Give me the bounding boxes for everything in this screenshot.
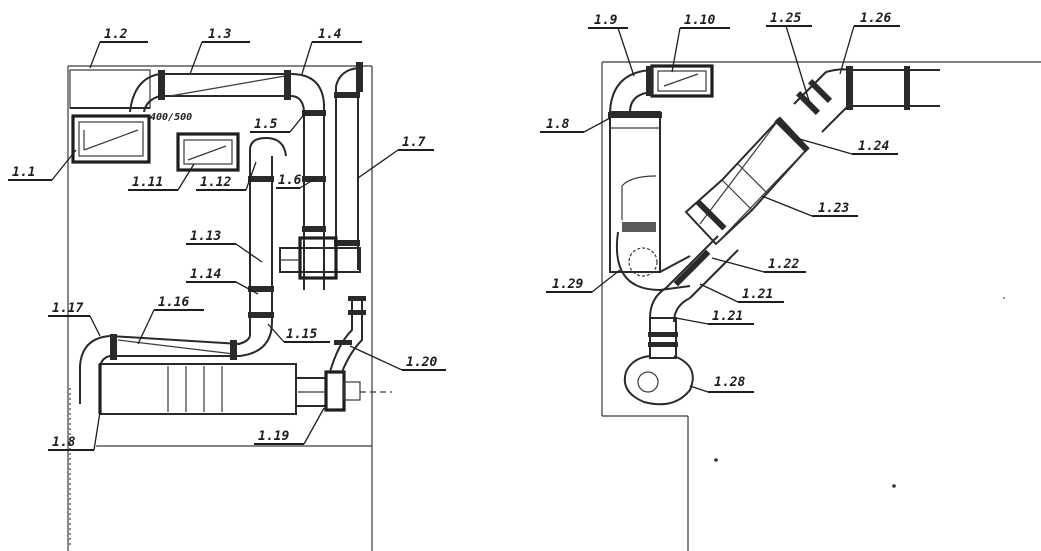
label-1-6: 1.6 [278,173,302,188]
component-1-19-fan [295,370,392,412]
drawing-specks [714,297,1005,488]
label-1-3: 1.3 [208,27,232,42]
component-1-17-elbow [79,335,111,404]
component-1-16-duct [109,334,241,360]
label-1-11: 1.11 [132,175,163,190]
label-1-26: 1.26 [860,11,891,26]
left-diagram [67,62,392,551]
label-1-28: 1.28 [714,375,745,390]
label-1-21-lower: 1.21 [712,309,743,324]
label-1-25: 1.25 [770,11,801,26]
label-1-10: 1.10 [684,13,715,28]
label-1-16: 1.16 [158,295,189,310]
component-1-1-box [71,114,151,164]
label-1-8-right: 1.8 [546,117,570,132]
fan-unit-right [279,236,361,280]
component-1-3-duct [129,70,291,113]
component-1-21-chain [648,235,739,359]
label-1-14: 1.14 [190,267,221,282]
component-1-29-fan [615,231,691,292]
component-1-20-duct [329,296,366,373]
label-1-7: 1.7 [402,135,426,150]
label-1-19: 1.19 [258,429,289,444]
label-1-21-upper: 1.21 [742,287,773,302]
label-1-29: 1.29 [552,277,583,292]
component-1-23-unit [684,116,810,246]
label-1-15: 1.15 [286,327,317,342]
label-1-23: 1.23 [818,201,849,216]
left-room-outline [67,65,373,551]
right-diagram [601,61,1041,551]
label-1-22: 1.22 [768,257,799,272]
right-room-outline [601,61,1041,551]
label-1-9: 1.9 [594,13,618,28]
component-1-28-fan [623,355,694,406]
component-1-18-unit [98,363,297,415]
label-1-17: 1.17 [52,301,83,316]
component-1-8-column [608,66,662,273]
label-1-5: 1.5 [254,117,278,132]
dimension-note: 400/500 [150,112,192,123]
right-labels: 1.9 1.10 1.8 1.25 1.26 1.24 1.23 1.22 1.… [540,11,900,393]
component-1-13-duct [237,136,287,357]
label-1-13: 1.13 [190,229,221,244]
left-labels: 1.2 1.3 1.4 400/500 1.1 1.11 1.12 1.5 1.… [8,27,446,451]
component-1-2-box [69,69,151,109]
label-1-8: 1.8 [52,435,76,450]
component-1-11-box [176,132,240,172]
label-1-12: 1.12 [200,175,231,190]
label-1-2: 1.2 [104,27,128,42]
component-1-26-duct [793,66,940,133]
label-1-4: 1.4 [318,27,342,42]
label-1-20: 1.20 [406,355,437,370]
label-1-1: 1.1 [12,165,35,180]
component-1-10-box [650,64,714,98]
component-1-7-duct [334,62,363,270]
label-1-24: 1.24 [858,139,889,154]
